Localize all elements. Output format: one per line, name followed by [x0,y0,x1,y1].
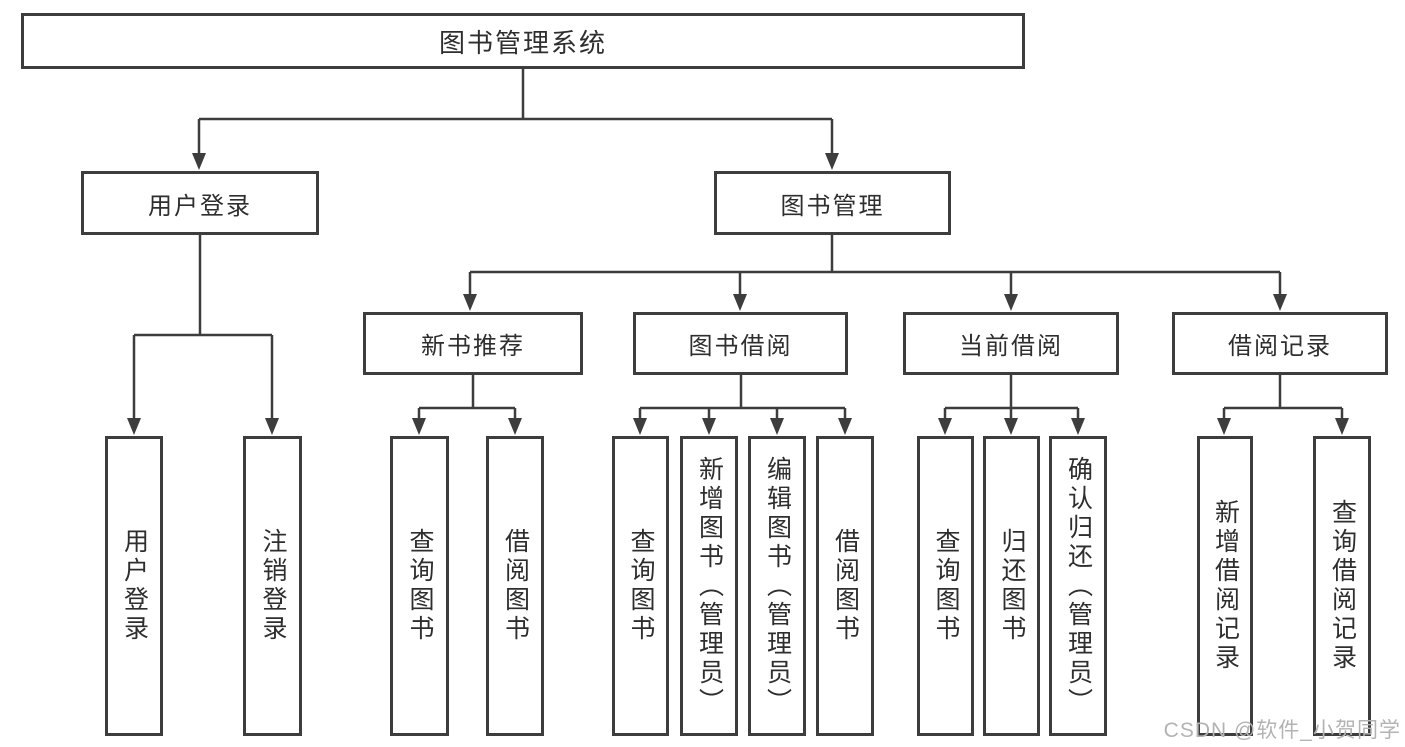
arrow-down-icon [412,418,426,435]
leaf-confirm-return-admin: 确认归还（管理员） [1049,436,1107,736]
connector-recommend-branch [417,375,517,424]
arrowheads [127,153,1349,435]
leaf-label: 注销登录 [259,528,287,644]
leaf-label: 新增图书（管理员） [695,455,724,717]
leaf-add-book-admin: 新增图书（管理员） [680,436,738,736]
node-borrow-records: 借阅记录 [1172,312,1388,375]
leaf-label: 编辑图书（管理员） [763,455,792,717]
arrow-down-icon [1217,418,1231,435]
arrow-down-icon [508,418,522,435]
arrow-down-icon [702,418,716,435]
arrow-down-icon [1335,418,1349,435]
leaf-add-borrow-record: 新增借阅记录 [1197,436,1253,736]
leaf-label: 新增借阅记录 [1211,499,1240,673]
leaf-label: 借阅图书 [831,528,860,644]
arrow-down-icon [825,153,839,170]
node-label: 图书借阅 [688,333,793,360]
arrow-down-icon [838,418,852,435]
arrow-down-icon [192,153,206,170]
leaf-logout: 注销登录 [243,436,302,736]
leaf-user-login: 用户登录 [105,436,163,736]
leaf-query-books-current: 查询图书 [917,436,974,736]
node-user-login: 用户登录 [81,171,319,235]
arrow-down-icon [938,418,952,435]
connector-mgmt-branch [468,235,1282,300]
leaf-edit-book-admin: 编辑图书（管理员） [748,436,806,736]
leaf-query-borrow-record: 查询借阅记录 [1313,436,1371,736]
node-current-borrow: 当前借阅 [903,312,1119,375]
connector-borrow-branch [638,375,847,424]
node-new-book-recommend: 新书推荐 [363,312,583,375]
node-book-management: 图书管理 [714,171,951,235]
leaf-label: 确认归还（管理员） [1064,455,1093,717]
arrow-down-icon [265,418,279,435]
leaf-query-books-borrow: 查询图书 [612,436,669,736]
leaf-label: 查询借阅记录 [1328,499,1357,673]
arrow-down-icon [463,294,477,311]
leaf-query-books-recommend: 查询图书 [390,436,449,736]
leaf-label: 查询图书 [406,528,434,644]
leaf-label: 查询图书 [627,528,655,644]
leaf-borrow-books-recommend: 借阅图书 [486,436,544,736]
arrow-down-icon [633,418,647,435]
arrow-down-icon [733,294,747,311]
connector-root-stem [197,69,834,158]
connector-login-branch [132,235,274,424]
arrow-down-icon [1004,294,1018,311]
node-root: 图书管理系统 [21,13,1025,69]
leaf-label: 归还图书 [998,528,1026,644]
watermark: CSDN @软件_小贺同学 [1163,719,1401,742]
node-label: 图书管理系统 [438,27,607,58]
arrow-down-icon [1004,418,1018,435]
leaf-label: 查询图书 [932,528,960,644]
leaf-label: 借阅图书 [501,528,530,644]
connector-records-branch [1222,375,1344,424]
connector-current-branch [943,375,1080,424]
node-label: 图书管理 [780,192,885,220]
arrow-down-icon [1071,418,1085,435]
node-label: 当前借阅 [959,333,1063,360]
arrow-down-icon [127,418,141,435]
node-label: 用户登录 [148,192,252,220]
node-book-borrow: 图书借阅 [633,312,848,375]
arrow-down-icon [1273,294,1287,311]
node-label: 新书推荐 [421,333,525,360]
leaf-return-book: 归还图书 [983,436,1040,736]
arrow-down-icon [770,418,784,435]
leaf-label: 用户登录 [120,528,149,644]
node-label: 借阅记录 [1228,333,1332,360]
leaf-borrow-books: 借阅图书 [816,436,874,736]
